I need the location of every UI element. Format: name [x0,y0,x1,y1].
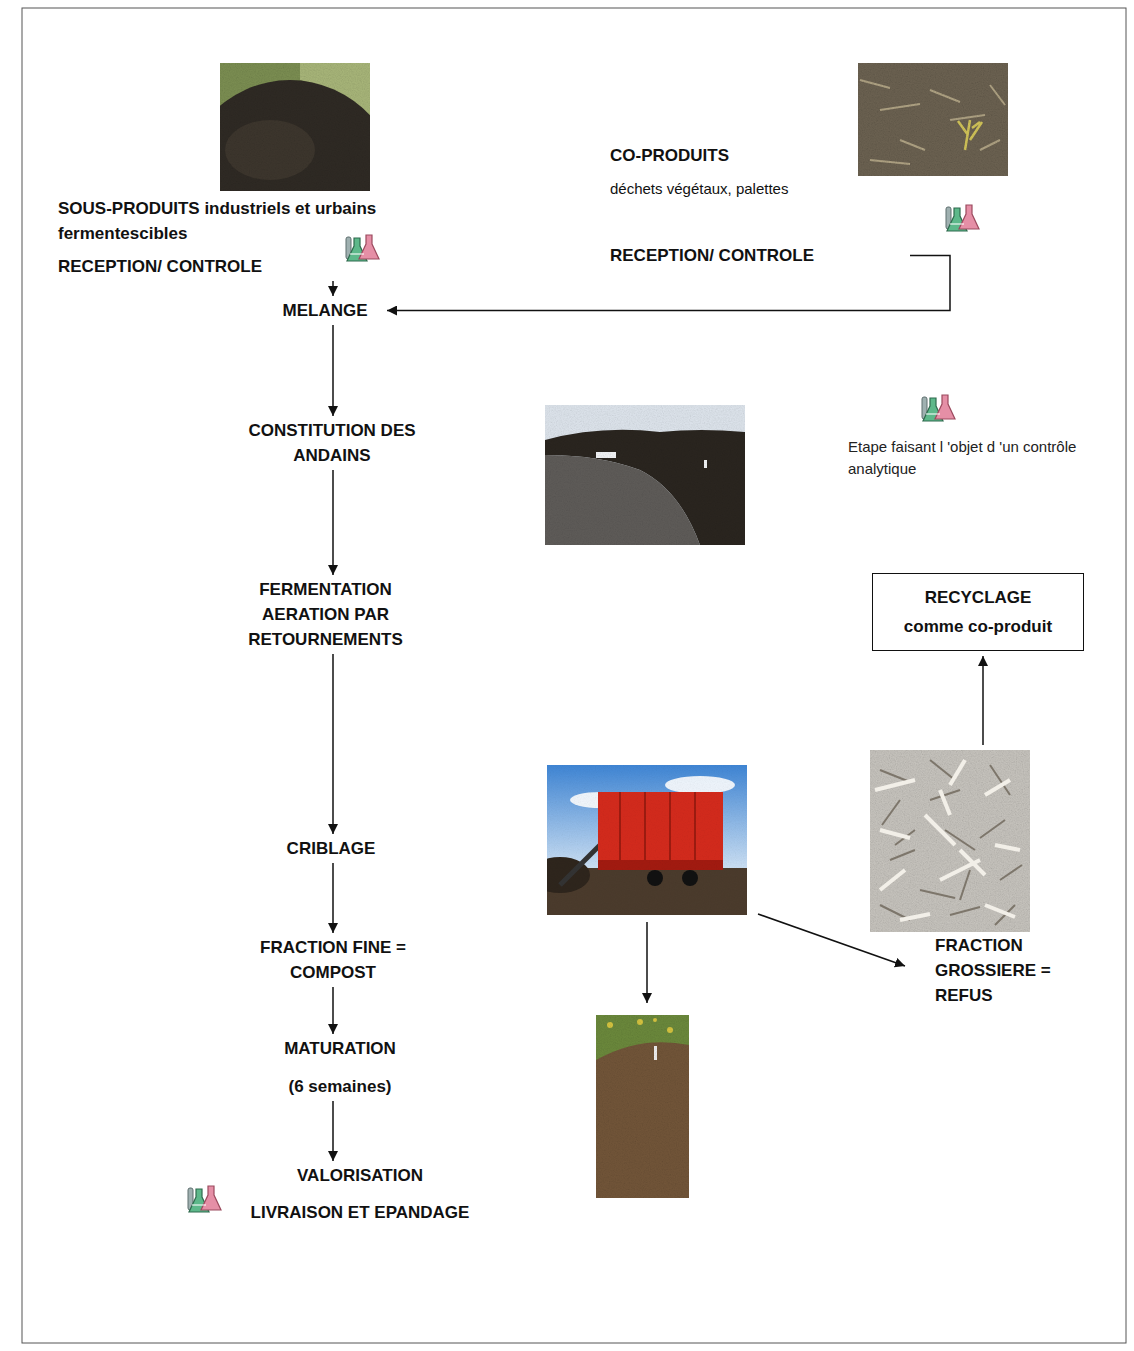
picture-arrow [646,922,648,1003]
green-waste-photo [858,63,1008,176]
step-detail: comme co-produit [881,614,1075,639]
flow-step: SOUS-PRODUITS industriels et urbains fer… [58,196,448,279]
step-detail: (6 semaines) [260,1074,420,1099]
screening-machine-photo [547,765,747,915]
analysis-icon [346,235,379,261]
flow-step: CRIBLAGE [271,836,391,861]
page-frame [22,8,1126,1343]
analysis-icon [188,1186,221,1212]
step-label: SOUS-PRODUITS industriels et urbains fer… [58,196,448,246]
connector-layer [333,256,950,1162]
flow-arrow [332,987,334,1034]
flow-step: MATURATION (6 semaines) [260,1036,420,1099]
compost-pile-photo [596,1015,689,1198]
flow-step: VALORISATION LIVRAISON ET EPANDAGE [225,1163,495,1225]
step-label: CRIBLAGE [271,836,391,861]
step-label: CONSTITUTION DES ANDAINS [227,418,437,468]
analysis-icon [946,205,979,231]
rejects-photo [870,750,1030,932]
step-label: FERMENTATION AERATION PAR RETOURNEMENTS [228,577,423,652]
legend-analysis-icon [922,395,955,421]
green-waste-photo [858,63,1008,176]
step-detail: LIVRAISON ET EPANDAGE [225,1200,495,1225]
flow-arrow [332,654,334,834]
process-box: RECYCLAGE comme co-produit [872,573,1084,651]
step-detail: RECEPTION/ CONTROLE [610,243,910,268]
rejects-photo [870,750,1030,932]
flow-step: FRACTION FINE = COMPOST [233,935,433,985]
step-label: FRACTION FINE = COMPOST [233,935,433,985]
compost-heap-photo [220,63,370,191]
rejects-photo [875,760,1020,920]
flow-step: FERMENTATION AERATION PAR RETOURNEMENTS [228,577,423,652]
compost-heap-photo [220,63,370,191]
step-label: MATURATION [260,1036,420,1061]
compost-pile-photo [596,1015,689,1198]
step-label: RECYCLAGE [881,585,1075,610]
flow-step: FRACTION GROSSIERE = REFUS [935,933,1075,1008]
flow-step: CONSTITUTION DES ANDAINS [227,418,437,468]
rejects-photo [870,750,1030,932]
green-waste-photo [858,63,1008,176]
flow-arrow [332,281,334,296]
flow-arrow [332,325,334,416]
step-label: FRACTION GROSSIERE = REFUS [935,933,1075,1008]
compost-pile-photo [596,1015,689,1198]
flow-arrow [332,1101,334,1161]
step-label: CO-PRODUITS [610,143,910,168]
windrows-photo [545,405,745,545]
step-detail: déchets végétaux, palettes [610,176,910,201]
picture-arrow [758,914,905,966]
step-label: VALORISATION [225,1163,495,1188]
windrows-photo [545,405,745,545]
flow-arrow [332,863,334,933]
flow-step: MELANGE [265,298,385,323]
flow-step: CO-PRODUITS déchets végétaux, palettesREC… [610,143,910,268]
step-detail: RECEPTION/ CONTROLE [58,254,448,279]
screening-machine-photo [547,765,747,915]
picture-arrow [982,656,984,745]
legend-text: Etape faisant l 'objet d 'un contrôle an… [848,436,1093,480]
legend-entry: Etape faisant l 'objet d 'un contrôle an… [848,436,1093,480]
step-label: MELANGE [265,298,385,323]
flow-arrow [332,470,334,575]
windrows-photo [545,405,745,545]
compost-heap-photo [220,63,370,191]
